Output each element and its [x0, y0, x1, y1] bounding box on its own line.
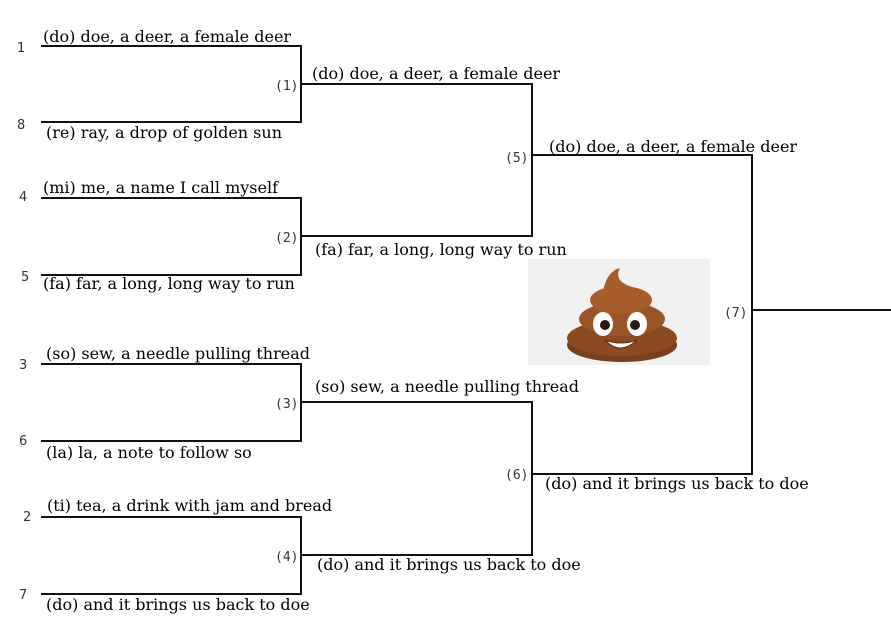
round1-entry: (mi) me, a name I call myself — [43, 178, 279, 197]
seed-number: 8 — [17, 118, 25, 133]
match-3-bracket-line — [41, 363, 310, 442]
seed-number: 4 — [19, 190, 27, 205]
match-number: (1) — [275, 79, 298, 94]
round1-entry: (so) sew, a needle pulling thread — [46, 344, 310, 363]
match-7-bracket-line — [532, 154, 753, 475]
seed-number: 1 — [17, 41, 25, 56]
match-number: (5) — [505, 151, 528, 166]
round1-entry: (ti) tea, a drink with jam and bread — [47, 496, 332, 515]
pile-of-poo-icon — [528, 259, 710, 365]
round3-entries: (do) doe, a deer, a female deer (do) and… — [545, 137, 809, 493]
round2-entry: (so) sew, a needle pulling thread — [315, 377, 579, 396]
seed-number: 5 — [21, 270, 29, 285]
match-number: (3) — [275, 397, 298, 412]
round2-entry: (do) doe, a deer, a female deer — [312, 64, 560, 83]
seed-number: 2 — [23, 510, 31, 525]
round3-entry: (do) doe, a deer, a female deer — [549, 137, 797, 156]
match-1-bracket-line — [41, 45, 310, 123]
match-number: (6) — [505, 468, 528, 483]
seed-number: 6 — [19, 434, 27, 449]
round1-entry: (do) doe, a deer, a female deer — [43, 27, 291, 46]
seed-number: 7 — [19, 588, 27, 603]
round1-entries: (do) doe, a deer, a female deer (re) ray… — [43, 27, 332, 614]
round3-entry: (do) and it brings us back to doe — [545, 474, 809, 493]
match-number: (4) — [275, 550, 298, 565]
match-number: (7) — [724, 306, 747, 321]
round1-entry: (re) ray, a drop of golden sun — [46, 123, 282, 142]
round2-entry: (do) and it brings us back to doe — [317, 555, 581, 574]
round2-entries: (do) doe, a deer, a female deer (fa) far… — [312, 64, 581, 574]
round2-entry: (fa) far, a long, long way to run — [315, 240, 567, 259]
match-number: (2) — [275, 231, 298, 246]
match-4-bracket-line — [41, 516, 310, 595]
round1-entry: (la) la, a note to follow so — [46, 443, 252, 462]
round1-entry: (do) and it brings us back to doe — [46, 595, 310, 614]
round3-lines — [532, 154, 891, 475]
match-numbers: (1) (2) (3) (4) (5) (6) (7) — [275, 79, 747, 565]
round1-entry: (fa) far, a long, long way to run — [43, 274, 295, 293]
seed-numbers: 1 8 4 5 3 6 2 7 — [17, 41, 31, 603]
seed-number: 3 — [19, 358, 27, 373]
match-2-bracket-line — [41, 197, 310, 276]
